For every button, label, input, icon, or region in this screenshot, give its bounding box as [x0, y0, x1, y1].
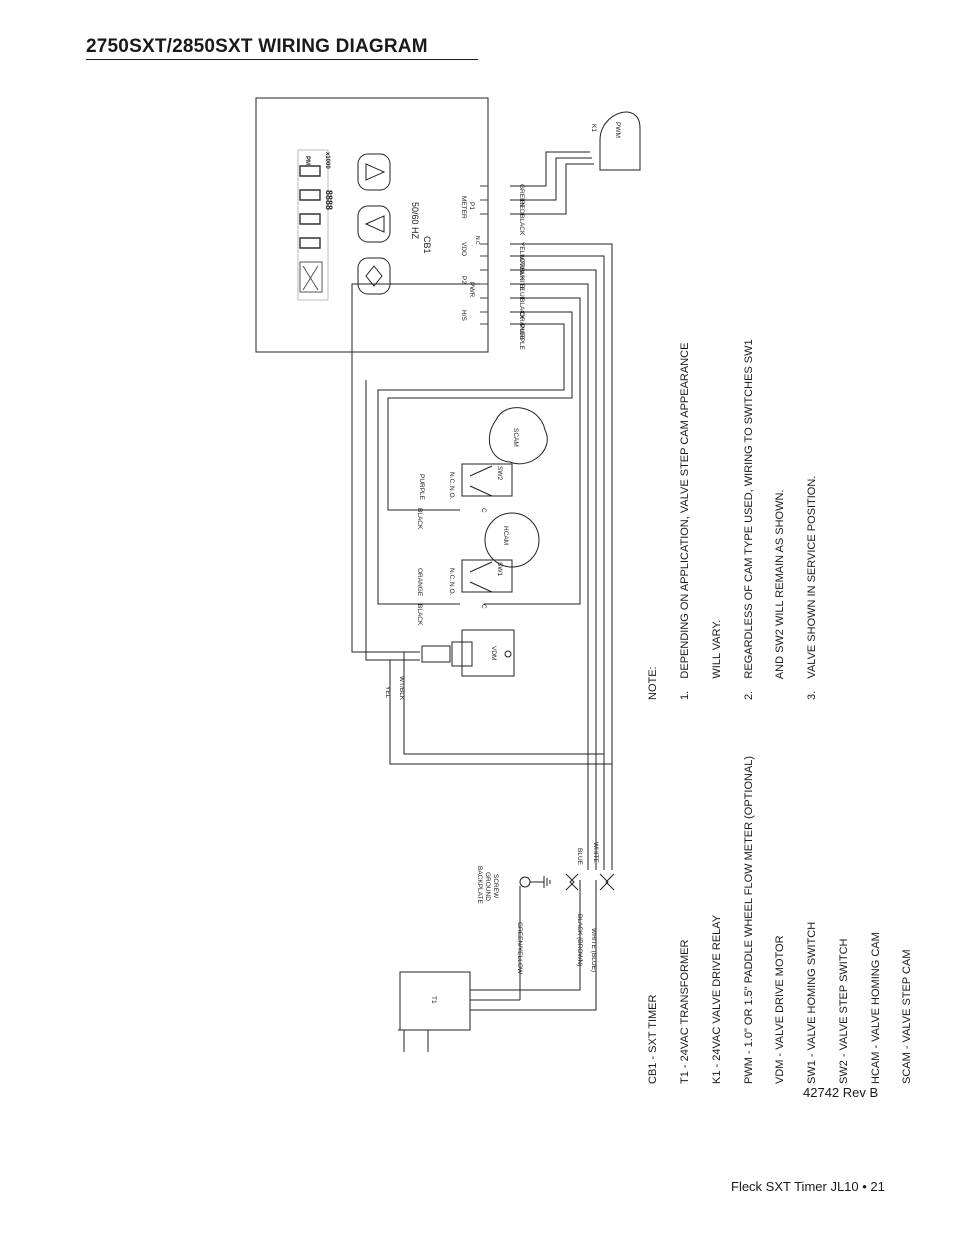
- white-wire-label: WHITE: [592, 842, 599, 864]
- note-text: DEPENDING ON APPLICATION, VALVE STEP CAM…: [678, 342, 691, 679]
- legend-item: SCAM - VALVE STEP CAM: [901, 949, 914, 1084]
- vdm-motor: [421, 629, 515, 677]
- meter-wires: [510, 111, 641, 215]
- wire-nuts: [565, 873, 615, 891]
- ground-label: GROUND: [484, 872, 491, 901]
- wire-wtblk: WT/BLK: [518, 256, 525, 281]
- revision-label: 42742 Rev B: [803, 1085, 879, 1100]
- notes-block: NOTE: 1. DEPENDING ON APPLICATION, VALVE…: [627, 339, 828, 700]
- vdm-wtblk: WT/BLK: [398, 676, 405, 701]
- vdm-yel: YEL: [384, 686, 391, 699]
- sw1-label: SW1: [496, 562, 503, 576]
- cb1-label: CB1: [422, 236, 432, 254]
- connector-pins: [480, 185, 488, 325]
- component-legend: CB1 - SXT TIMER T1 - 24VAC TRANSFORMER K…: [627, 756, 924, 1084]
- frequency-label: 50/60 HZ: [410, 202, 420, 240]
- lcd-display: [297, 149, 329, 301]
- screw-label: SCREW: [492, 874, 499, 899]
- legend-item: K1 - 24VAC VALVE DRIVE RELAY: [710, 914, 723, 1084]
- display-x1000: x1000: [324, 152, 330, 169]
- wire-blue: BLUE: [518, 284, 525, 302]
- nc-pin-label: N.C.: [474, 236, 480, 246]
- wire-white: WHITE: [518, 270, 525, 292]
- black-brown-label: BLACK (BROWN): [576, 914, 583, 966]
- sw1-orange: ORANGE: [416, 568, 423, 597]
- vdo-label: VDO: [460, 242, 467, 256]
- sw2-switch: [461, 407, 548, 497]
- pwm-label: PWM: [614, 122, 621, 138]
- t1-label: T1: [430, 996, 437, 1004]
- blue-wire-label: BLUE: [576, 848, 583, 866]
- p2-label: P2: [460, 276, 467, 284]
- sw2-no: N.O.: [448, 486, 455, 500]
- legend-item: HCAM - VALVE HOMING CAM: [869, 932, 882, 1084]
- title-underline: [86, 59, 478, 60]
- page-title: 2750SXT/2850SXT WIRING DIAGRAM: [86, 36, 428, 57]
- sw2-nc: N.C.: [448, 472, 455, 485]
- controller-buttons: [357, 153, 391, 295]
- legend-item: CB1 - SXT TIMER: [647, 994, 660, 1084]
- vdm-label: VDM: [490, 646, 497, 660]
- controller-board: [255, 97, 489, 353]
- note-text: WILL VARY.: [710, 619, 723, 679]
- sw1-c: C: [480, 604, 487, 609]
- ground-screw: [519, 876, 551, 1000]
- harness-wires: [351, 243, 613, 870]
- wire-yellow: YELLOW: [518, 242, 525, 270]
- wire-red: RED: [518, 200, 525, 214]
- display-pm: PM: [304, 156, 310, 165]
- meter-label: METER: [460, 196, 467, 219]
- transformer: [398, 880, 597, 1052]
- scam-label: SCAM: [512, 428, 519, 447]
- green-yellow-label: GREEN/YELLOW: [516, 922, 523, 975]
- k1-label: K1: [590, 124, 597, 132]
- wire-orange: ORANGE: [518, 312, 525, 341]
- note-number: 2.: [742, 690, 755, 700]
- sw1-black: BLACK: [416, 604, 423, 626]
- note-number: 3.: [806, 690, 819, 700]
- display-digits: 8888: [324, 190, 334, 210]
- white-blue-label: WHITE (BLUE): [590, 928, 597, 972]
- legend-item: T1 - 24VAC TRANSFORMER: [678, 939, 691, 1084]
- legend-item: SW1 - VALVE HOMING SWITCH: [806, 921, 819, 1084]
- sw1-no: N.O.: [448, 582, 455, 596]
- sw2-purple: PURPLE: [418, 474, 425, 501]
- note-text: VALVE SHOWN IN SERVICE POSITION.: [806, 475, 819, 679]
- note-text: REGARDLESS OF CAM TYPE USED, WIRING TO S…: [742, 339, 755, 679]
- wire-black: BLACK: [518, 298, 525, 320]
- sw1-switch: [461, 512, 540, 593]
- p1-label: P1: [468, 202, 475, 210]
- notes-heading: NOTE:: [647, 666, 660, 700]
- sw2-black: BLACK: [416, 508, 423, 530]
- sw1-nc: N.C.: [448, 568, 455, 581]
- pwr-label: PWR: [468, 282, 475, 297]
- sw2-label: SW2: [496, 466, 503, 480]
- wire-purple: PURPLE: [518, 324, 525, 351]
- page-footer: Fleck SXT Timer JL10 • 21: [731, 1179, 885, 1194]
- hs-label: H/S: [460, 310, 467, 322]
- sw2-c: C: [480, 508, 487, 513]
- backplate-label: BACKPLATE: [476, 866, 483, 904]
- wire-black-meter: BLACK: [518, 214, 525, 236]
- legend-item: VDM - VALVE DRIVE MOTOR: [774, 935, 787, 1084]
- legend-item: SW2 - VALVE STEP SWITCH: [837, 938, 850, 1084]
- note-text: AND SW2 WILL REMAIN AS SHOWN.: [774, 489, 787, 680]
- legend-item: PWM - 1.0" OR 1.5" PADDLE WHEEL FLOW MET…: [742, 755, 755, 1084]
- hcam-label: HCAM: [502, 526, 509, 545]
- note-number: 1.: [678, 690, 691, 700]
- wire-green: GREEN: [518, 184, 525, 207]
